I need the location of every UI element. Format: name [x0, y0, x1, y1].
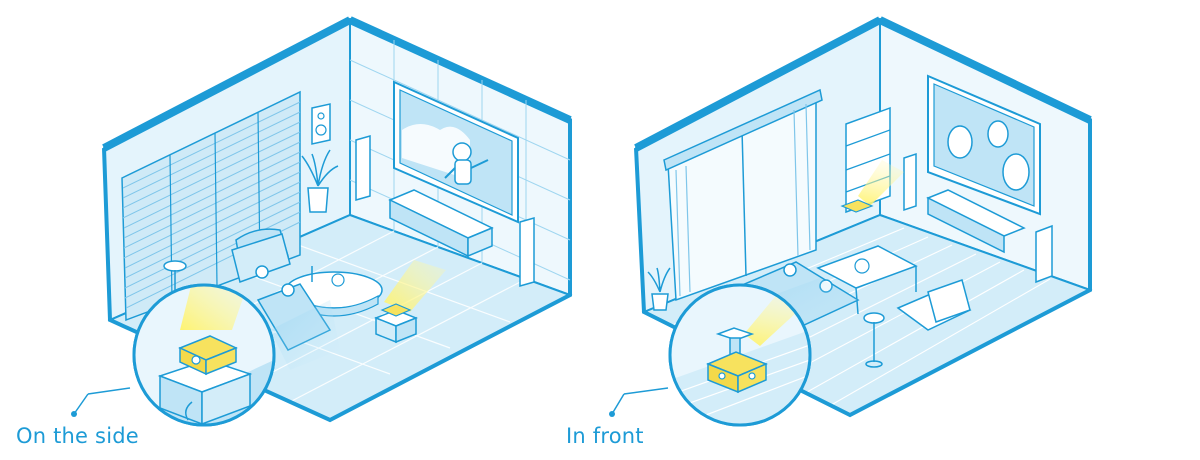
projector-icon — [373, 260, 446, 344]
magnifier-lens-icon — [132, 283, 276, 427]
speaker-icon — [903, 152, 1053, 284]
tv-console — [388, 189, 494, 258]
room-right-in-front — [609, 16, 1093, 427]
projection-screen — [393, 80, 519, 224]
balloon-icon — [947, 125, 973, 159]
glass-doors — [663, 88, 823, 302]
lamp-icon — [863, 312, 885, 368]
sofa-icon — [896, 279, 972, 331]
caption-in-front: In front — [566, 424, 644, 448]
caption-on-the-side: On the side — [16, 424, 139, 448]
plant-icon — [301, 149, 339, 213]
balloon-icon — [1002, 153, 1030, 191]
dining-table — [816, 245, 918, 315]
projection-screen — [927, 74, 1041, 216]
speaker-icon — [355, 135, 535, 287]
magnifier-lens-icon — [668, 283, 812, 427]
astronaut-helmet-icon — [452, 142, 472, 162]
speaker-icon — [311, 103, 331, 145]
room-left-on-the-side — [71, 16, 573, 427]
balloon-icon — [987, 120, 1009, 148]
projector-icon — [840, 160, 904, 213]
tv-console — [926, 189, 1026, 254]
plant-icon — [647, 267, 671, 311]
sofa-icon — [231, 228, 291, 283]
